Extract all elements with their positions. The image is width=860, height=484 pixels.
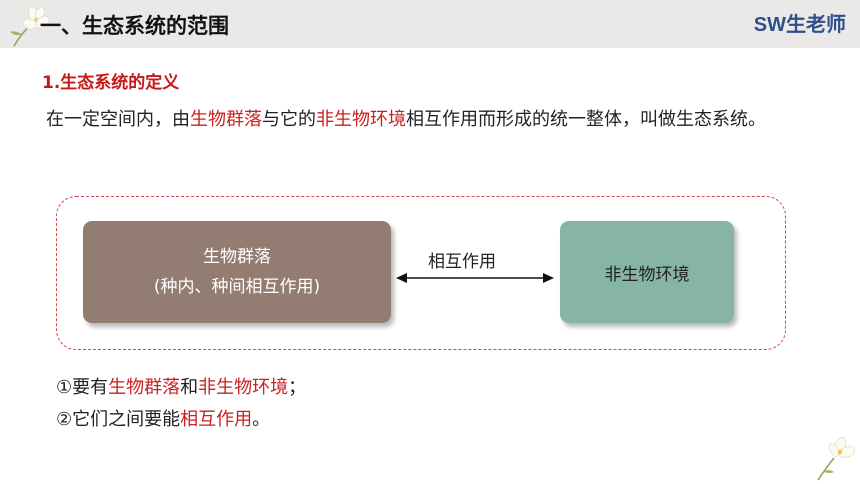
community-box-subtitle: (种内、种间相互作用)	[153, 277, 321, 297]
point-2-suffix: 。	[252, 409, 271, 430]
page-title: 一、生态系统的范围	[40, 14, 229, 38]
section-heading: 1.生态系统的定义	[42, 73, 180, 93]
community-box: 生物群落 (种内、种间相互作用)	[83, 221, 391, 323]
interaction-label: 相互作用	[428, 252, 496, 272]
definition-part3: 相互作用而形成的统一整体，叫做生态系统。	[406, 109, 766, 130]
point-2: ②它们之间要能相互作用。	[56, 404, 306, 436]
definition-term-environment: 非生物环境	[316, 109, 406, 130]
teacher-label: SW生老师	[753, 14, 846, 36]
definition-text: 在一定空间内，由生物群落与它的非生物环境相互作用而形成的统一整体，叫做生态系统。	[46, 103, 806, 137]
flower-decoration-icon	[10, 6, 50, 47]
point-2-prefix: ②它们之间要能	[56, 409, 181, 430]
definition-term-community: 生物群落	[190, 109, 262, 130]
point-1: ①要有生物群落和非生物环境；	[56, 372, 306, 404]
environment-box: 非生物环境	[560, 221, 734, 323]
definition-part2: 与它的	[262, 109, 316, 130]
definition-part1: 在一定空间内，由	[46, 109, 190, 130]
double-arrow-icon	[396, 273, 554, 283]
key-points: ①要有生物群落和非生物环境； ②它们之间要能相互作用。	[56, 372, 306, 436]
community-box-title: 生物群落	[203, 247, 271, 267]
point-1-suffix: ；	[288, 377, 307, 398]
diagram-frame	[56, 196, 786, 350]
point-1-prefix: ①要有	[56, 377, 109, 398]
flower-decoration-icon	[817, 437, 856, 481]
point-2-term: 相互作用	[180, 409, 253, 430]
point-1-mid: 和	[180, 377, 199, 398]
title-bar	[0, 0, 860, 48]
point-1-term-community: 生物群落	[108, 377, 181, 398]
point-1-term-environment: 非生物环境	[198, 377, 289, 398]
